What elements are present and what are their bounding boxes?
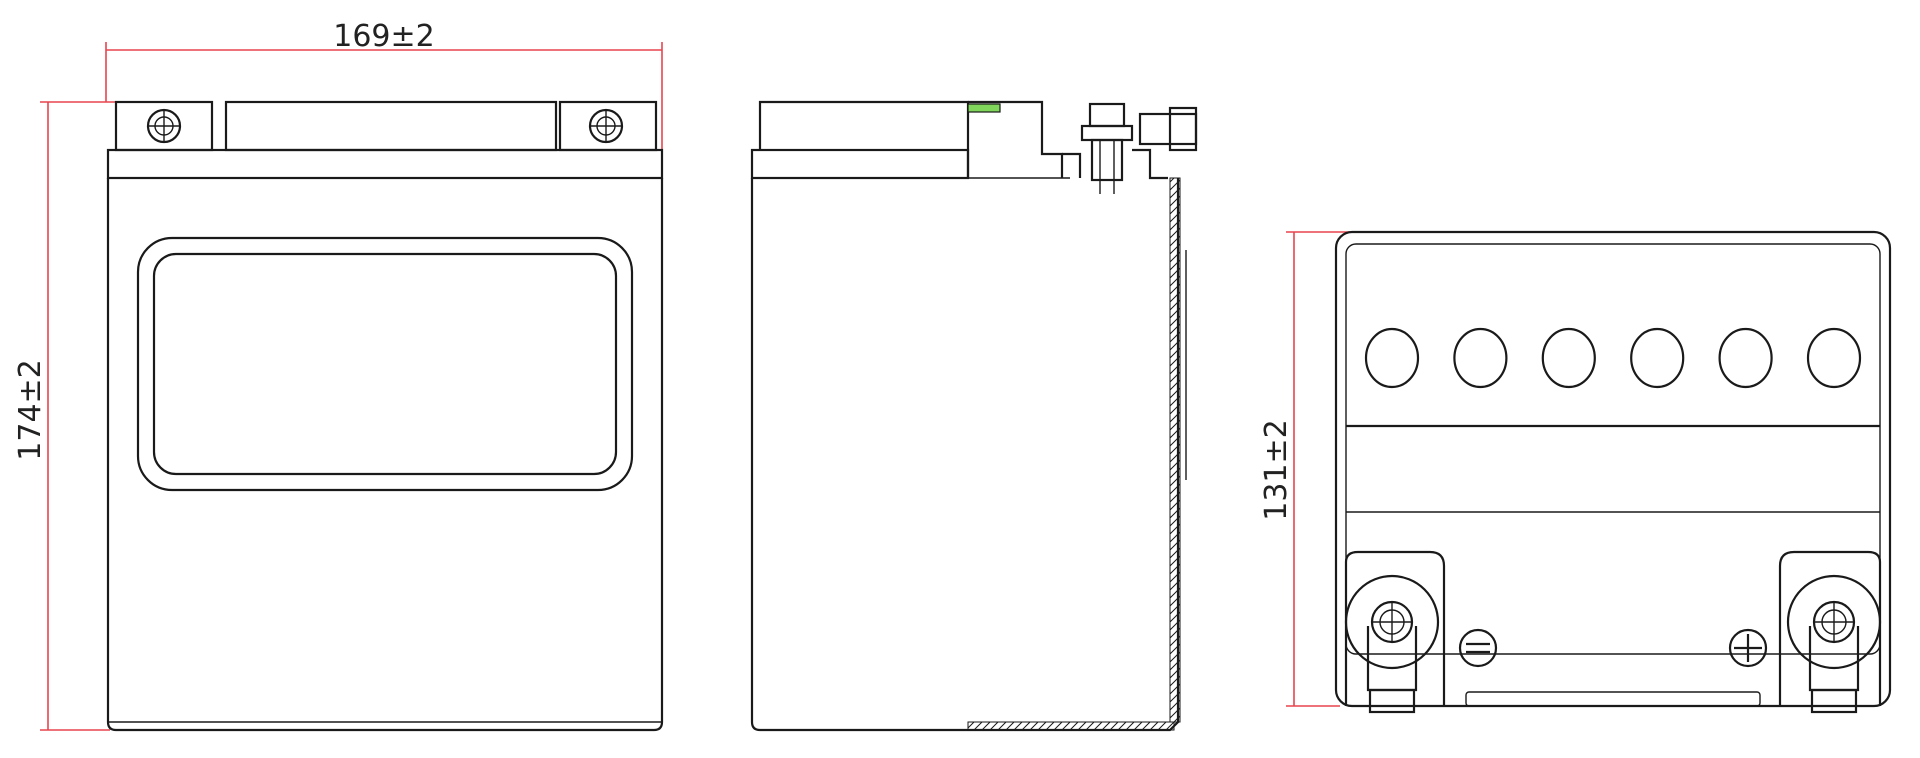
vent-cap-icon [967, 103, 1001, 113]
width-dimension-label: 169±2 [333, 19, 434, 54]
side-view [750, 100, 1198, 732]
cell-cap [1364, 327, 1420, 389]
top-inner-panel [1345, 243, 1881, 655]
top-terminal-left [1344, 550, 1446, 714]
cell-cap [1718, 327, 1773, 389]
side-lid-left [750, 148, 970, 180]
terminal-bolt-icon [146, 108, 182, 144]
terminal-bolt-icon [588, 108, 624, 144]
terminal-bolt-icon [1370, 600, 1414, 644]
side-wall-hatch [1169, 177, 1181, 723]
cell-cap [1806, 327, 1862, 389]
cell-cap [1453, 327, 1508, 389]
terminal-bolt-icon [1812, 600, 1856, 644]
width-dimension: 169±2 [105, 19, 663, 150]
cell-cap [1541, 327, 1596, 389]
side-lid-step [968, 100, 1064, 178]
depth-dimension: 131±2 [1259, 231, 1350, 707]
front-body [106, 178, 664, 732]
cell-caps [1364, 327, 1862, 389]
cell-cap [1630, 327, 1685, 389]
height-dimension: 174±2 [13, 101, 140, 731]
front-top-recess [224, 100, 558, 152]
side-top-block [758, 100, 970, 178]
side-bottom-hatch [967, 721, 1175, 731]
side-terminal [1062, 102, 1198, 194]
minus-symbol-icon [1458, 628, 1498, 668]
front-label-frame-outer [136, 236, 634, 492]
front-view: 169±2 174±2 [13, 19, 664, 732]
top-bottom-ledge [1465, 691, 1761, 707]
plus-symbol-icon [1728, 628, 1768, 668]
side-body [750, 178, 1180, 732]
front-terminal-housing-right [558, 100, 658, 152]
front-label-frame-inner [152, 252, 618, 476]
height-dimension-label: 174±2 [13, 359, 48, 460]
top-terminal-right [1778, 550, 1882, 714]
front-terminal-housing-left [114, 100, 214, 152]
depth-dimension-label: 131±2 [1259, 419, 1294, 520]
front-lid [106, 148, 664, 180]
top-view: 131±2 [1259, 230, 1892, 714]
top-outline [1334, 230, 1892, 708]
